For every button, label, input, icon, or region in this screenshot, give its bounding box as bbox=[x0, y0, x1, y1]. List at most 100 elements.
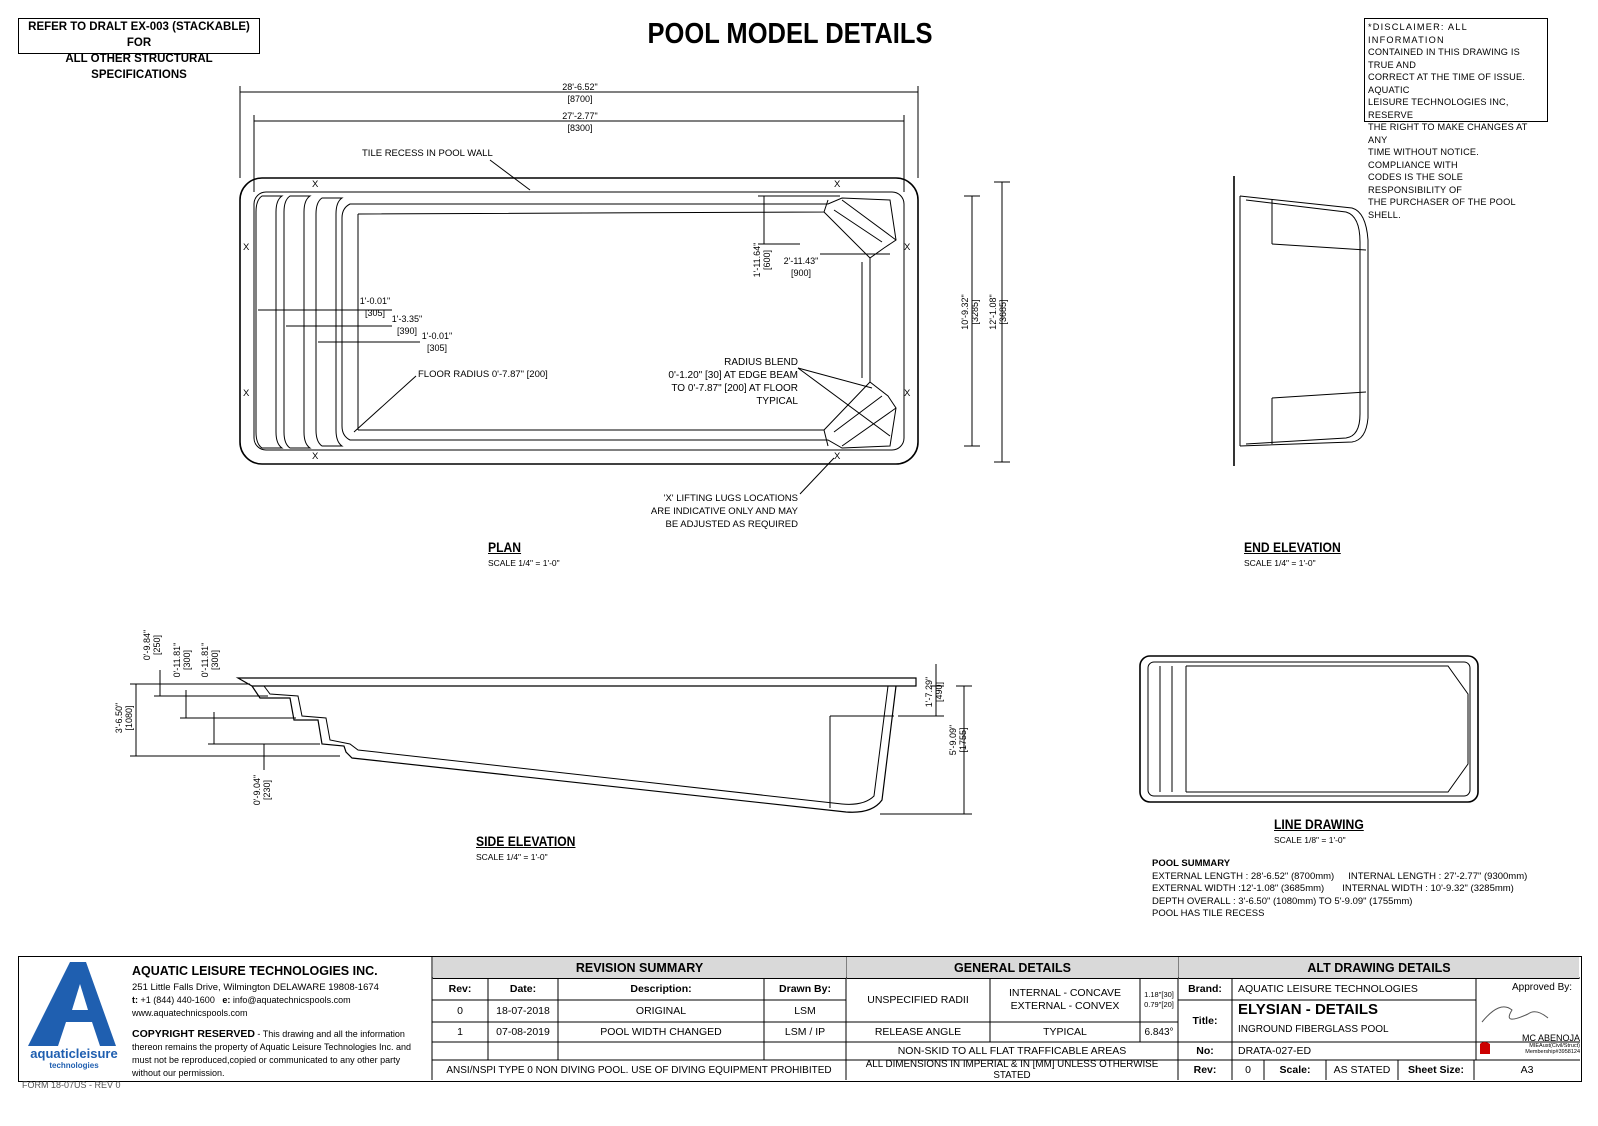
brand-label: Brand: bbox=[1188, 983, 1222, 995]
radius-blend-line: RADIUS BLEND bbox=[724, 357, 798, 368]
step3-dim: 1'-0.01" [305] bbox=[414, 331, 460, 353]
revision-row-date: 18-07-2018 bbox=[496, 1005, 550, 1017]
non-skid-note: NON-SKID TO ALL FLAT TRAFFICABLE AREAS bbox=[897, 1045, 1127, 1057]
seat-width-imperial: 2'-11.43" bbox=[783, 256, 819, 266]
release-angle-type: TYPICAL bbox=[1043, 1026, 1087, 1038]
internal-length: INTERNAL LENGTH : 27'-2.77" (9300mm) bbox=[1348, 870, 1528, 882]
pool-summary-title: POOL SUMMARY bbox=[1152, 858, 1231, 869]
side-d2-imperial: 0'-11.81" bbox=[172, 642, 182, 678]
revision-summary-header: REVISION SUMMARY bbox=[433, 957, 846, 979]
approver-cred2: Membership#3958124 bbox=[1525, 1049, 1580, 1055]
pool-summary: POOL SUMMARY EXTERNAL LENGTH : 28'-6.52"… bbox=[1152, 858, 1527, 921]
pool-summary-row: EXTERNAL WIDTH :12'-1.08" (3685mm)INTERN… bbox=[1152, 883, 1527, 896]
page-title: POOL MODEL DETAILS bbox=[647, 18, 933, 50]
internal-width: INTERNAL WIDTH : 10'-9.32" (3285mm) bbox=[1342, 883, 1514, 894]
unspecified-radii-label: UNSPECIFIED RADII bbox=[867, 994, 969, 1006]
disclaimer: *DISCLAIMER: ALL INFORMATION CONTAINED I… bbox=[1364, 18, 1548, 220]
side-d3-mm: [300] bbox=[210, 649, 220, 671]
release-angle-value: 6.843° bbox=[1144, 1026, 1174, 1038]
plan-overall-length: 28'-6.52" [8700] bbox=[540, 82, 620, 104]
copyright-notice: COPYRIGHT RESERVED - This drawing and al… bbox=[132, 1028, 428, 1080]
seat-width-mm: [900] bbox=[790, 268, 812, 278]
email-label: e: bbox=[222, 995, 231, 1005]
external-radius-value: 0.79"[20] bbox=[1144, 1000, 1174, 1009]
side-dim-d3: 0'-11.81" [300] bbox=[200, 640, 220, 680]
drawing-number-label: No: bbox=[1196, 1045, 1214, 1057]
plan-internal-length-imperial: 27'-2.77" bbox=[562, 111, 598, 121]
phone: +1 (844) 440-1600 bbox=[140, 995, 215, 1005]
side-shallow-imperial: 3'-6.50" bbox=[114, 702, 124, 734]
side-d1-mm: [250] bbox=[152, 634, 162, 656]
drawing-number: DRATA-027-ED bbox=[1238, 1045, 1312, 1057]
disclaimer-line: CORRECT AT THE TIME OF ISSUE. AQUATIC bbox=[1368, 72, 1526, 95]
revision-row-date: 07-08-2019 bbox=[496, 1026, 550, 1038]
lug-marker: X bbox=[904, 388, 911, 399]
internal-radius-value: 1.18"[30] bbox=[1144, 990, 1174, 999]
radius-blend-note: RADIUS BLEND 0'-1.20" [30] AT EDGE BEAM … bbox=[640, 356, 798, 408]
step3-imperial: 1'-0.01" bbox=[421, 331, 453, 341]
title-block bbox=[18, 956, 1582, 1082]
internal-width-imperial: 10'-9.32" bbox=[960, 294, 970, 330]
internal-concave: INTERNAL - CONCAVE bbox=[1008, 987, 1121, 999]
reference-note-line2: ALL OTHER STRUCTURAL SPECIFICATIONS bbox=[65, 53, 213, 81]
side-dim-shallow: 3'-6.50" [1080] bbox=[114, 696, 134, 740]
copyright-text: - This drawing and all the information t… bbox=[132, 1029, 412, 1078]
scale-value: AS STATED bbox=[1333, 1064, 1391, 1076]
logo-word-aquatic: aquatic bbox=[30, 1046, 76, 1061]
end-elevation-title: END ELEVATION bbox=[1244, 540, 1341, 555]
seat-width-dim: 2'-11.43" [900] bbox=[776, 256, 826, 278]
company-website[interactable]: www.aquatechnicspools.com bbox=[132, 1008, 248, 1018]
side-floor-mm: [230] bbox=[262, 779, 272, 801]
plan-internal-length-mm: [8300] bbox=[567, 123, 593, 133]
company-address: 251 Little Falls Drive, Wilmington DELAW… bbox=[132, 982, 379, 993]
step3-mm: [305] bbox=[426, 343, 448, 353]
external-width-mm: [3685] bbox=[998, 299, 1008, 325]
rev-value: 0 bbox=[1245, 1064, 1251, 1076]
external-convex: EXTERNAL - CONVEX bbox=[1010, 1000, 1120, 1012]
lug-marker: X bbox=[834, 179, 841, 190]
radius-blend-line: TO 0'-7.87" [200] AT FLOOR bbox=[671, 383, 798, 394]
tile-recess-label: TILE RECESS IN POOL WALL bbox=[362, 148, 493, 159]
plan-view bbox=[239, 86, 1010, 495]
revision-row-rev: 0 bbox=[457, 1005, 463, 1017]
revision-col-drawn-by: Drawn By: bbox=[779, 983, 831, 995]
revision-row-description: POOL WIDTH CHANGED bbox=[600, 1026, 722, 1038]
step1-mm: [305] bbox=[364, 308, 386, 318]
approver-cred1: MIEAust(Civil/Struct) bbox=[1529, 1043, 1580, 1049]
lug-marker: X bbox=[904, 242, 911, 253]
company-contact: t: +1 (844) 440-1600 e: info@aquatechnic… bbox=[132, 995, 351, 1005]
internal-width-mm: [3285] bbox=[970, 299, 980, 325]
step1-imperial: 1'-0.01" bbox=[359, 296, 391, 306]
email[interactable]: info@aquatechnicspools.com bbox=[232, 995, 351, 1005]
step2-mm: [390] bbox=[396, 326, 418, 336]
form-code: FORM 18-07US - REV 0 bbox=[22, 1080, 121, 1090]
reference-note: REFER TO DRALT EX-003 (STACKABLE) FOR AL… bbox=[18, 18, 260, 81]
revision-row-drawn-by: LSM / IP bbox=[784, 1026, 826, 1038]
seat-depth-imperial: 1'-11.64" bbox=[752, 242, 762, 278]
step1-dim: 1'-0.01" [305] bbox=[352, 296, 398, 318]
rev-label: Rev: bbox=[1193, 1064, 1217, 1076]
lug-marker: X bbox=[243, 242, 250, 253]
line-drawing-view bbox=[1139, 655, 1479, 803]
release-angle-label: RELEASE ANGLE bbox=[874, 1026, 962, 1038]
company-name: AQUATIC LEISURE TECHNOLOGIES INC. bbox=[132, 964, 378, 978]
company-logo-text: aquaticleisure technologies bbox=[24, 1046, 124, 1072]
side-d1-imperial: 0'-9.84" bbox=[142, 629, 152, 661]
lifting-lugs-note: 'X' LIFTING LUGS LOCATIONS ARE INDICATIV… bbox=[640, 492, 798, 531]
side-deep-imperial: 5'-9.09" bbox=[948, 724, 958, 756]
disclaimer-line: *DISCLAIMER: ALL INFORMATION bbox=[1368, 22, 1468, 45]
revision-row-drawn-by: LSM bbox=[794, 1005, 816, 1017]
plan-internal-length: 27'-2.77" [8300] bbox=[540, 111, 620, 133]
radii-values: 1.18"[30] 0.79"[20] bbox=[1140, 978, 1178, 1022]
end-elevation-view bbox=[1233, 176, 1369, 466]
side-d2-mm: [300] bbox=[182, 649, 192, 671]
sheet-size-value: A3 bbox=[1520, 1064, 1534, 1076]
approved-by-label: Approved By: bbox=[1512, 982, 1573, 993]
reference-note-line1: REFER TO DRALT EX-003 (STACKABLE) FOR bbox=[28, 21, 250, 49]
side-elevation-title: SIDE ELEVATION bbox=[476, 834, 576, 849]
step2-imperial: 1'-3.35" bbox=[391, 314, 423, 324]
radius-blend-line: 0'-1.20" [30] AT EDGE BEAM bbox=[668, 370, 798, 381]
lugs-note-line: 'X' LIFTING LUGS LOCATIONS bbox=[663, 493, 798, 504]
phone-label: t: bbox=[132, 995, 138, 1005]
plan-title: PLAN bbox=[488, 540, 522, 555]
